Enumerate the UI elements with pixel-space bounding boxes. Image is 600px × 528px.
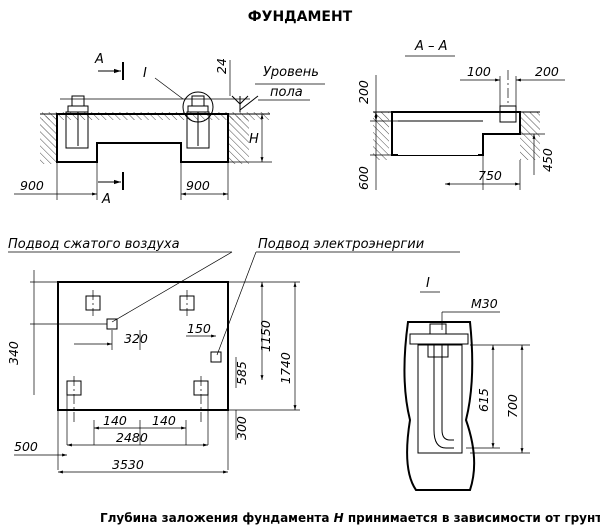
thread-label: М30	[471, 296, 498, 311]
dim-615: 615	[476, 388, 491, 412]
section-a-a: А – А 100 200 200 600 750 450	[356, 39, 565, 190]
section-mark-a-bottom: A	[101, 192, 111, 207]
dim-340: 340	[6, 341, 21, 365]
dim-1150: 1150	[258, 320, 273, 352]
dim-450: 450	[540, 148, 555, 172]
footnote-text-end: принимается в зависимости от грунта.	[344, 511, 600, 525]
dim-300: 300	[234, 416, 249, 440]
dim-h: H	[249, 132, 259, 147]
dim-140-b: 140	[152, 413, 176, 428]
dim-200-top: 200	[535, 64, 559, 79]
section-mark-a-top: A	[94, 52, 104, 67]
front-view: I A A Уровень пола 24 H 900 900	[14, 52, 325, 207]
detail-mark: I	[426, 276, 430, 291]
plan-view: Подвод сжатого воздуха Подвод электроэне…	[6, 237, 460, 474]
dim-200-left: 200	[356, 80, 371, 104]
dim-1740: 1740	[278, 352, 293, 384]
power-supply-label: Подвод электроэнергии	[258, 237, 424, 252]
footnote-text: Глубина заложения фундамента	[100, 511, 334, 525]
dim-585: 585	[234, 361, 249, 385]
dim-600: 600	[356, 166, 371, 190]
dim-2480: 2480	[116, 430, 148, 445]
footnote: Глубина заложения фундамента H принимает…	[100, 511, 600, 525]
air-supply-label: Подвод сжатого воздуха	[8, 237, 180, 252]
dim-700: 700	[505, 394, 520, 418]
detail-i: I М30 615 700	[403, 276, 530, 491]
dim-150: 150	[187, 321, 211, 336]
section-title: А – А	[414, 39, 448, 54]
dim-900-left: 900	[20, 178, 44, 193]
drawing-title: ФУНДАМЕНТ	[248, 9, 353, 25]
floor-level-label: Уровень	[263, 65, 319, 80]
dim-900-right: 900	[186, 178, 210, 193]
floor-level-label-2: пола	[270, 85, 303, 100]
dim-100: 100	[467, 64, 491, 79]
foundation-plate	[57, 281, 229, 411]
dim-320: 320	[124, 331, 148, 346]
footnote-var: H	[334, 511, 344, 525]
dim-140-a: 140	[103, 413, 127, 428]
detail-mark-i: I	[143, 66, 147, 81]
dim-750: 750	[478, 168, 502, 183]
dim-24: 24	[214, 58, 229, 74]
dim-500: 500	[14, 439, 38, 454]
dim-3530: 3530	[112, 457, 144, 472]
